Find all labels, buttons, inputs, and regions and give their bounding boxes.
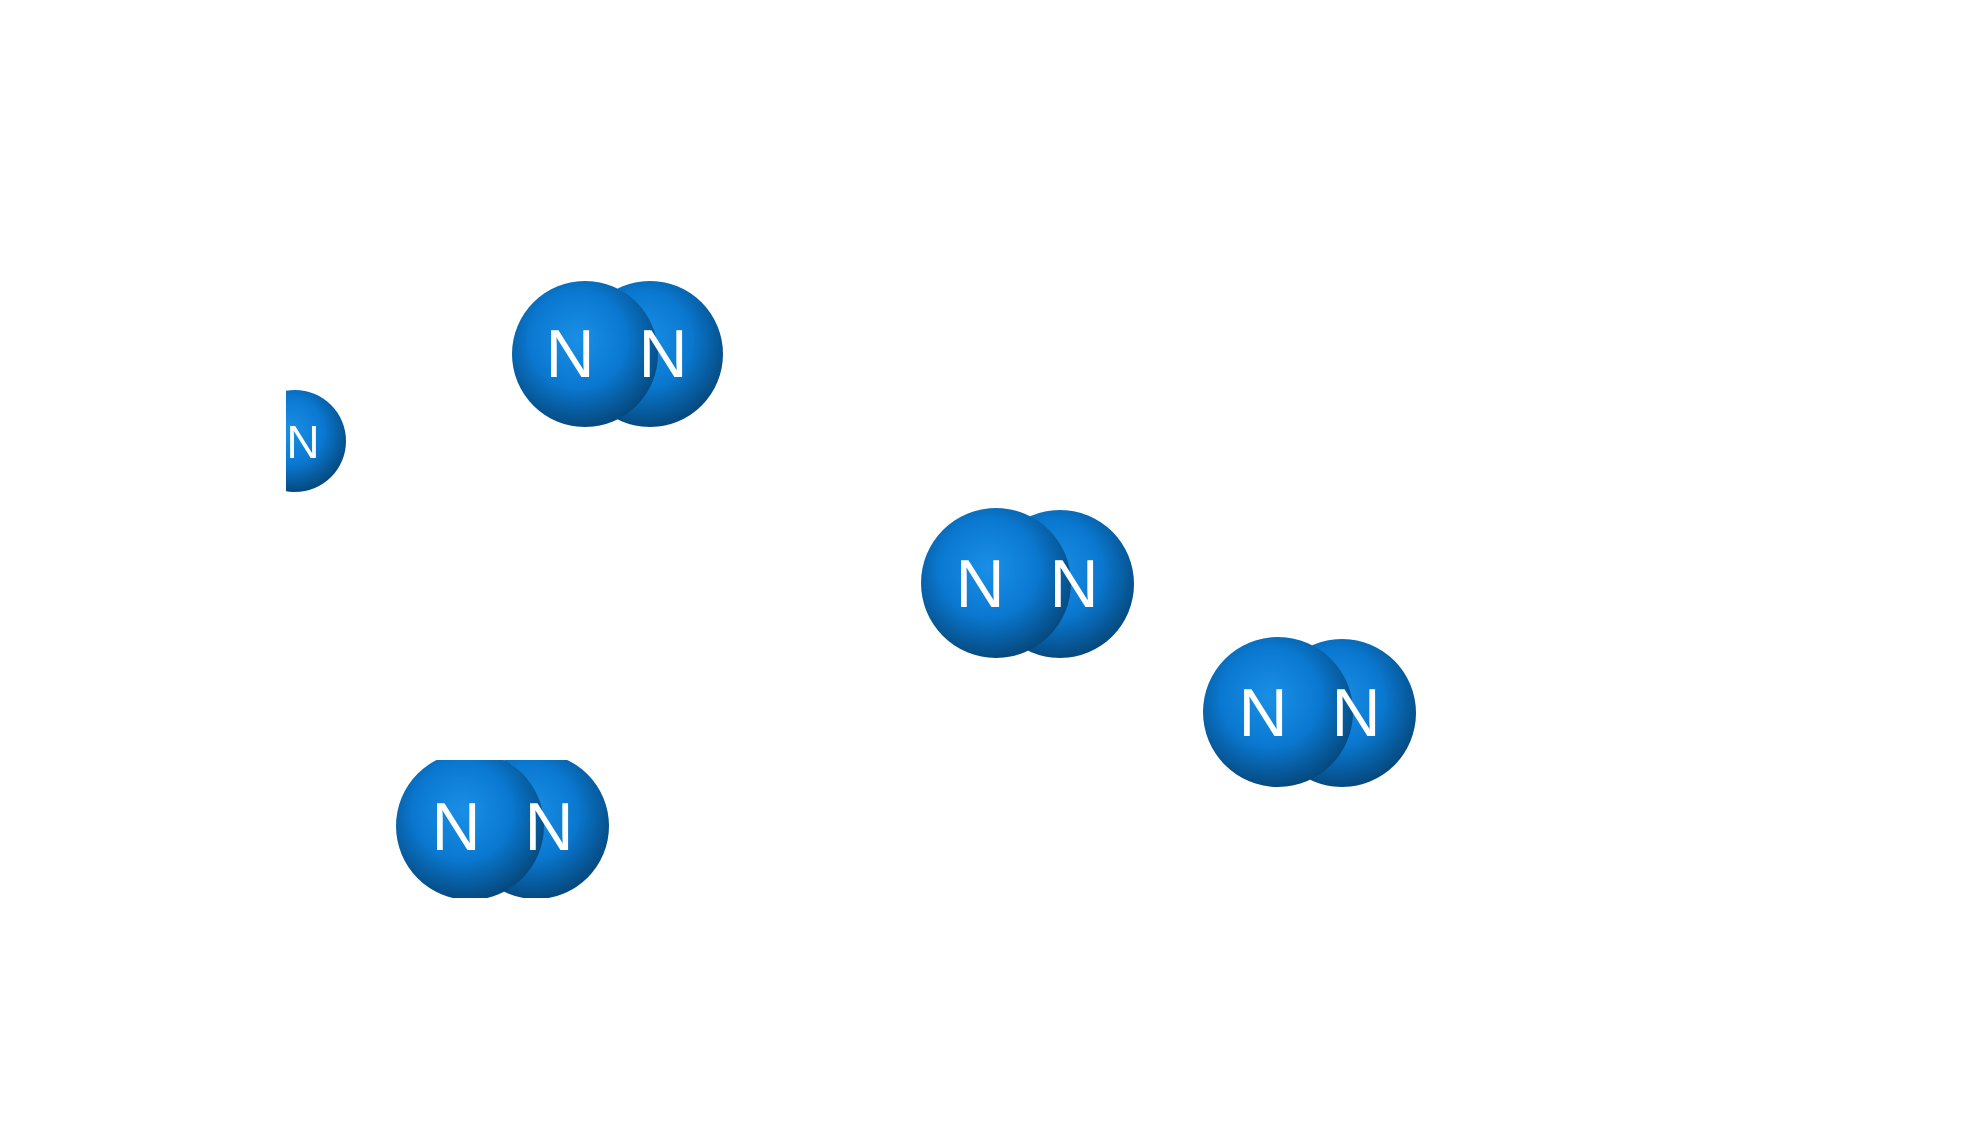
nitrogen-molecule-3: N N [921, 508, 1134, 658]
nitrogen-atom [1203, 637, 1353, 787]
nitrogen-molecule-1: N N [512, 281, 723, 427]
nitrogen-molecule-2: N [286, 390, 346, 492]
atom-label: N [524, 789, 573, 865]
atom-label: N [1238, 675, 1287, 751]
atom-label: N [955, 546, 1004, 622]
nitrogen-atom [286, 390, 346, 492]
nitrogen-atom [921, 508, 1071, 658]
atom-label: N [1049, 546, 1098, 622]
nitrogen-molecule-4: N N [396, 760, 609, 898]
atom-label: N [1331, 675, 1380, 751]
nitrogen-atom [512, 281, 658, 427]
atom-label: N [431, 789, 480, 865]
nitrogen-molecule-5: N N [1203, 637, 1416, 787]
atom-label: N [545, 316, 594, 392]
nitrogen-atom [396, 760, 544, 898]
atom-label: N [638, 316, 687, 392]
atom-label: N [286, 416, 319, 468]
